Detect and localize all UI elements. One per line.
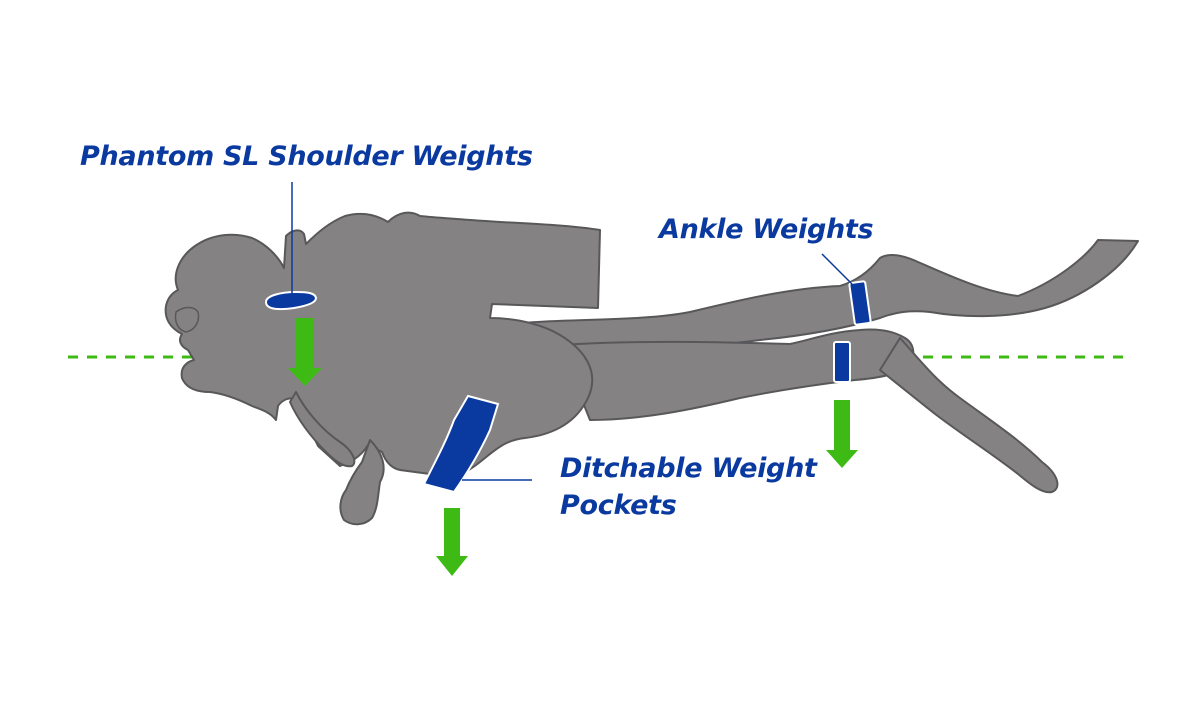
ditchable-weight-pocket bbox=[422, 394, 500, 494]
ankle-weight-lower bbox=[833, 341, 851, 383]
lower-leg bbox=[559, 328, 915, 421]
pocket-down-arrow bbox=[436, 508, 468, 576]
ankle-down-arrow bbox=[826, 400, 858, 468]
pockets-label-line-1: Ditchable Weight bbox=[560, 453, 817, 484]
mask-outline bbox=[174, 306, 200, 333]
ditchable-weight-pockets-label: Ditchable Weight Pockets bbox=[560, 450, 817, 524]
lower-fin bbox=[879, 337, 1059, 494]
leader-line-ankle bbox=[821, 253, 853, 285]
upper-leg bbox=[499, 239, 1139, 355]
ankle-weight-upper bbox=[848, 280, 872, 326]
down-arrow-icon bbox=[436, 508, 468, 576]
diver-silhouette bbox=[164, 211, 1139, 526]
ankle-weights-label: Ankle Weights bbox=[659, 214, 874, 245]
down-arrow-icon bbox=[288, 318, 322, 386]
octopus-hose bbox=[339, 439, 385, 526]
shoulder-down-arrow bbox=[288, 318, 322, 386]
down-arrow-icon bbox=[826, 400, 858, 468]
shoulder-weights-label: Phantom SL Shoulder Weights bbox=[80, 141, 533, 172]
pockets-label-line-2: Pockets bbox=[560, 490, 677, 521]
torso bbox=[164, 211, 601, 478]
arm bbox=[289, 391, 356, 468]
shoulder-weight bbox=[264, 290, 318, 311]
